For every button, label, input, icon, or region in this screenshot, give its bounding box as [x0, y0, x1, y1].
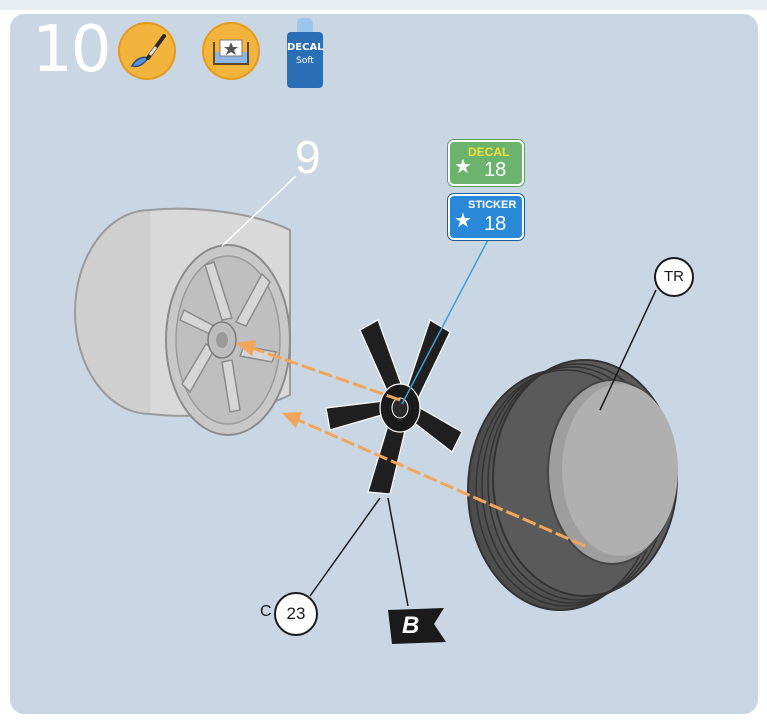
hub-part	[326, 320, 462, 494]
sticker-badge-label: STICKER	[468, 199, 516, 211]
tire-part-label: TR	[654, 257, 694, 297]
star-icon: ★	[454, 210, 472, 230]
hub-part-number: 23	[274, 592, 318, 636]
wheel-rim-part-number: 9	[295, 134, 321, 180]
star-icon: ★	[454, 156, 472, 176]
sticker-badge: ★ STICKER 18	[448, 194, 524, 240]
decal-badge-label: DECAL	[468, 145, 509, 159]
decal-badge: ★ DECAL 18	[448, 140, 524, 186]
wheel-rim	[75, 209, 290, 435]
hub-part-prefix: C	[260, 603, 272, 621]
tire	[468, 360, 678, 610]
part-flag-letter: B	[402, 612, 419, 640]
sticker-badge-number: 18	[484, 213, 506, 236]
decal-badge-number: 18	[484, 159, 506, 182]
